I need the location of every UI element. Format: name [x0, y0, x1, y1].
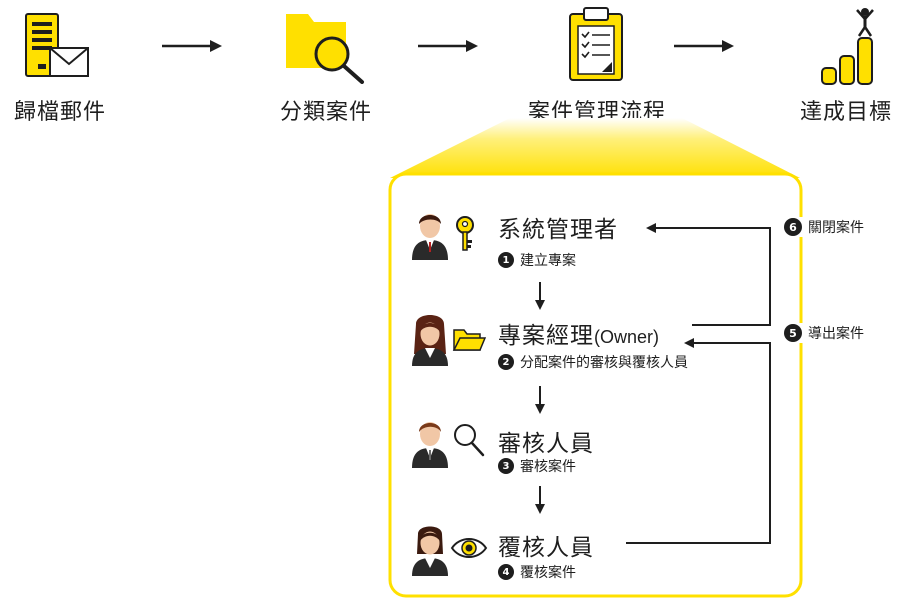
step-label-classify: 分類案件 — [279, 100, 372, 125]
admin-avatar — [412, 214, 448, 260]
folder-icon — [452, 329, 486, 351]
arrow-right-icon — [162, 40, 222, 52]
step-number-badge: 3 — [498, 458, 514, 474]
flow-panel — [388, 172, 803, 598]
clipboard-checklist-icon — [569, 7, 623, 81]
key-icon — [456, 216, 474, 251]
role-action: 覆核案件 — [520, 565, 576, 581]
side-action-close-case: 6 關閉案件 — [782, 217, 866, 237]
magnifier-icon — [454, 424, 485, 457]
role-subtitle: 1 建立專案 — [498, 250, 576, 270]
role-title: 專案經理 — [498, 323, 594, 349]
step-number-badge: 6 — [784, 218, 802, 236]
role-subtitle: 2 分配案件的審核與覆核人員 — [498, 352, 688, 372]
reviewer-avatar — [412, 422, 448, 468]
eye-icon — [450, 538, 488, 558]
manager-avatar — [412, 315, 448, 366]
step-number-badge: 1 — [498, 252, 514, 268]
final-reviewer-avatar — [412, 526, 448, 576]
arrow-right-icon — [674, 40, 734, 52]
side-action-label: 關閉案件 — [808, 220, 864, 236]
step-number-badge: 4 — [498, 564, 514, 580]
role-action: 分配案件的審核與覆核人員 — [520, 355, 688, 371]
step-number-badge: 2 — [498, 354, 514, 370]
role-action: 審核案件 — [520, 459, 576, 475]
role-subtitle: 3 審核案件 — [498, 456, 576, 476]
role-title: 覆核人員 — [498, 535, 594, 561]
step-label-goal: 達成目標 — [800, 100, 893, 125]
step-label-archive: 歸檔郵件 — [13, 100, 106, 125]
server-mail-icon — [25, 13, 89, 77]
step-number-badge: 5 — [784, 324, 802, 342]
role-title: 審核人員 — [498, 431, 594, 457]
role-subtitle: 4 覆核案件 — [498, 562, 576, 582]
goal-bars-icon — [821, 8, 874, 85]
role-title-suffix: (Owner) — [594, 327, 660, 347]
arrow-right-icon — [418, 40, 478, 52]
role-action: 建立專案 — [520, 253, 576, 269]
folder-search-icon — [286, 14, 364, 84]
role-title-row: 專案經理(Owner) — [498, 316, 659, 350]
role-title: 系統管理者 — [498, 217, 618, 243]
side-action-export-case: 5 導出案件 — [782, 323, 866, 343]
side-action-label: 導出案件 — [808, 326, 864, 342]
